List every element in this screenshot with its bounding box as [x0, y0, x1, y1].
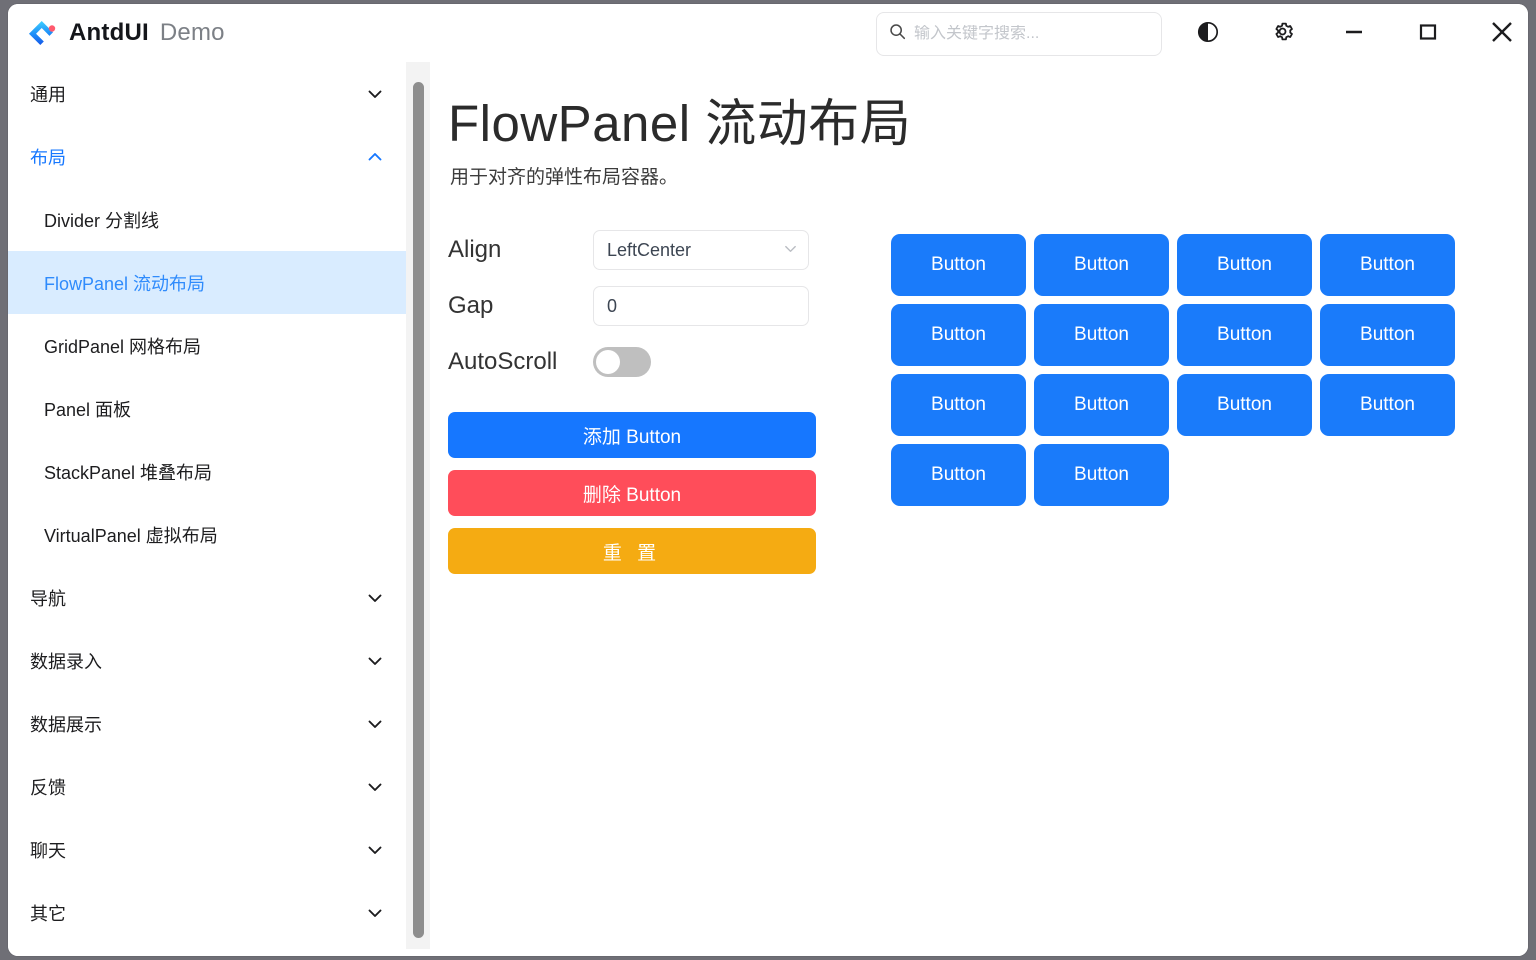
sidebar-item-label: FlowPanel 流动布局 — [44, 273, 206, 294]
flow-button[interactable]: Button — [1320, 304, 1455, 366]
align-select-value: LeftCenter — [607, 239, 692, 260]
sidebar-category-layout[interactable]: 布局 — [8, 125, 406, 188]
app-title: AntdUI — [69, 19, 149, 46]
sidebar-category-label: 其它 — [30, 903, 66, 924]
flow-button[interactable]: Button — [1177, 374, 1312, 436]
search-icon — [889, 23, 906, 45]
flow-button[interactable]: Button — [1320, 234, 1455, 296]
page-title: FlowPanel 流动布局 — [448, 95, 912, 152]
toggle-knob — [596, 350, 620, 374]
antd-logo-icon — [26, 17, 58, 49]
flow-button[interactable]: Button — [891, 304, 1026, 366]
sidebar-category-chat[interactable]: 聊天 — [8, 818, 406, 881]
sidebar-category-label: 数据录入 — [30, 651, 102, 672]
chevron-down-icon — [366, 841, 384, 859]
gap-input[interactable]: 0 — [593, 286, 809, 326]
sidebar-item-label: Panel 面板 — [44, 399, 132, 420]
sidebar: 通用 布局 Divider 分割线 FlowPanel 流动布局 GridPan… — [8, 62, 406, 956]
search-input[interactable] — [914, 25, 1146, 43]
app-brand: AntdUI Demo — [26, 17, 225, 49]
chevron-down-icon — [366, 589, 384, 607]
sidebar-category-data-display[interactable]: 数据展示 — [8, 692, 406, 755]
flow-button[interactable]: Button — [1034, 374, 1169, 436]
sidebar-category-feedback[interactable]: 反馈 — [8, 755, 406, 818]
maximize-button[interactable] — [1408, 14, 1448, 54]
flow-button[interactable]: Button — [1034, 304, 1169, 366]
flow-button[interactable]: Button — [1177, 234, 1312, 296]
sidebar-category-data-entry[interactable]: 数据录入 — [8, 629, 406, 692]
sidebar-category-label: 数据展示 — [30, 714, 102, 735]
chevron-down-icon — [366, 904, 384, 922]
sidebar-category-navigation[interactable]: 导航 — [8, 566, 406, 629]
sidebar-category-label: 导航 — [30, 588, 66, 609]
close-button[interactable] — [1482, 14, 1522, 54]
sidebar-category-label: 聊天 — [30, 840, 66, 861]
page-description: 用于对齐的弹性布局容器。 — [450, 167, 679, 188]
contrast-icon — [1196, 20, 1220, 49]
theme-toggle-button[interactable] — [1188, 14, 1228, 54]
sidebar-item-label: VirtualPanel 虚拟布局 — [44, 525, 218, 546]
close-icon — [1487, 17, 1517, 52]
align-row: Align LeftCenter — [448, 222, 820, 278]
minimize-button[interactable] — [1334, 14, 1374, 54]
settings-button[interactable] — [1262, 14, 1302, 54]
sidebar-item-stackpanel[interactable]: StackPanel 堆叠布局 — [8, 440, 406, 503]
sidebar-item-label: GridPanel 网格布局 — [44, 336, 202, 357]
flow-button[interactable]: Button — [1034, 444, 1169, 506]
app-title-suffix: Demo — [159, 19, 225, 46]
flow-button[interactable]: Button — [1034, 234, 1169, 296]
chevron-down-icon — [366, 715, 384, 733]
gap-label: Gap — [448, 292, 494, 319]
gap-input-value: 0 — [607, 295, 618, 316]
sidebar-item-virtualpanel[interactable]: VirtualPanel 虚拟布局 — [8, 503, 406, 566]
flow-button[interactable]: Button — [1177, 304, 1312, 366]
gear-icon — [1270, 19, 1295, 49]
sidebar-item-label: StackPanel 堆叠布局 — [44, 462, 213, 483]
sidebar-category-label: 反馈 — [30, 777, 66, 798]
minimize-icon — [1341, 19, 1367, 50]
sidebar-item-panel[interactable]: Panel 面板 — [8, 377, 406, 440]
flow-button[interactable]: Button — [891, 234, 1026, 296]
reset-button-action[interactable]: 重 置 — [448, 528, 816, 574]
app-window: AntdUI Demo — [8, 4, 1528, 956]
gap-row: Gap 0 — [448, 278, 820, 334]
autoscroll-label: AutoScroll — [448, 348, 558, 375]
chevron-down-icon — [783, 240, 798, 261]
flow-button[interactable]: Button — [891, 374, 1026, 436]
align-select[interactable]: LeftCenter — [593, 230, 809, 270]
align-label: Align — [448, 236, 502, 263]
sidebar-category-other[interactable]: 其它 — [8, 881, 406, 944]
add-button-action[interactable]: 添加 Button — [448, 412, 816, 458]
sidebar-category-label: 布局 — [30, 147, 66, 168]
delete-button-action[interactable]: 删除 Button — [448, 470, 816, 516]
controls-panel: Align LeftCenter Gap 0 AutoScroll — [448, 222, 820, 574]
flow-button[interactable]: Button — [891, 444, 1026, 506]
sidebar-category-label: 通用 — [30, 84, 66, 105]
autoscroll-toggle[interactable] — [593, 347, 651, 377]
sidebar-scrollbar-thumb[interactable] — [413, 82, 424, 938]
flow-panel: Button Button Button Button Button Butto… — [891, 234, 1471, 506]
sidebar-item-label: Divider 分割线 — [44, 210, 160, 231]
search-box[interactable] — [876, 12, 1162, 56]
chevron-down-icon — [366, 778, 384, 796]
chevron-down-icon — [366, 652, 384, 670]
title-bar: AntdUI Demo — [8, 4, 1528, 62]
chevron-down-icon — [366, 85, 384, 103]
main-content: FlowPanel 流动布局 用于对齐的弹性布局容器。 Align LeftCe… — [432, 62, 1528, 956]
sidebar-category-general[interactable]: 通用 — [8, 62, 406, 125]
autoscroll-row: AutoScroll — [448, 334, 820, 390]
sidebar-item-divider[interactable]: Divider 分割线 — [8, 188, 406, 251]
flow-button[interactable]: Button — [1320, 374, 1455, 436]
sidebar-item-flowpanel[interactable]: FlowPanel 流动布局 — [8, 251, 406, 314]
chevron-up-icon — [366, 148, 384, 166]
sidebar-item-gridpanel[interactable]: GridPanel 网格布局 — [8, 314, 406, 377]
maximize-icon — [1415, 19, 1441, 50]
